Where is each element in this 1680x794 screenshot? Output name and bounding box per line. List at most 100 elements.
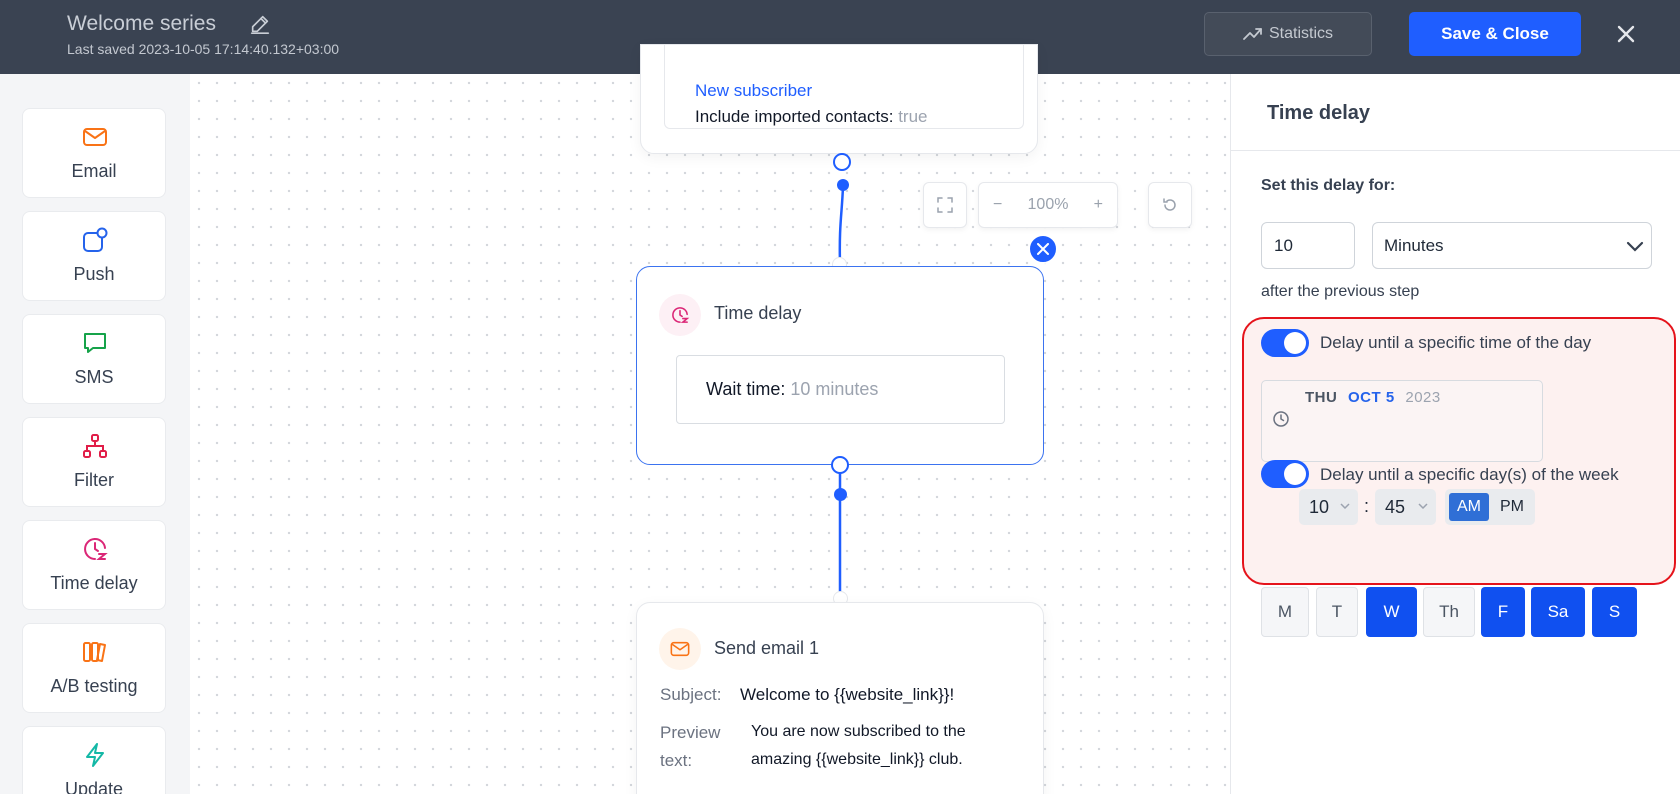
fit-view-button[interactable]: [923, 182, 967, 228]
palette-label: Filter: [74, 470, 114, 490]
date-year: 2023: [1405, 389, 1441, 406]
wait-value: 10 minutes: [790, 379, 879, 399]
panel-title: Time delay: [1267, 102, 1371, 124]
filter-icon: [83, 434, 107, 458]
time-of-day-toggle-label: Delay until a specific time of the day: [1320, 333, 1592, 352]
palette-item-ab-testing[interactable]: A/B testing: [22, 623, 166, 713]
statistics-label: Statistics: [1268, 25, 1333, 42]
delay-unit-select[interactable]: Minutes: [1372, 222, 1652, 269]
time-separator: :: [1364, 496, 1370, 516]
chevron-down-icon: [1340, 503, 1350, 510]
clock-icon: [1273, 411, 1289, 427]
palette-item-update[interactable]: Update: [22, 726, 166, 794]
day-button-tuesday[interactable]: T: [1316, 587, 1358, 637]
option-label: Include imported contacts:: [695, 107, 894, 126]
close-icon: [1037, 243, 1049, 255]
reset-view-button[interactable]: [1148, 182, 1192, 228]
refresh-icon: [1163, 198, 1176, 211]
ab-testing-icon: [83, 642, 106, 662]
push-icon: [83, 227, 108, 252]
hour-select[interactable]: 10: [1299, 489, 1358, 525]
node-palette: Email Push SMS Filter Time delay A/B tes…: [0, 74, 190, 794]
connection-dot: [837, 179, 849, 191]
node-title: Send email 1: [714, 638, 820, 658]
date-display: THU OCT 5 2023: [1305, 389, 1441, 406]
subject-label: Subject:: [660, 685, 722, 704]
preview-label-line2: text:: [660, 751, 693, 770]
palette-label: Email: [71, 161, 117, 181]
palette-item-push[interactable]: Push: [22, 211, 166, 301]
output-handle[interactable]: [831, 456, 849, 474]
send-email-node[interactable]: Send email 1 Subject: Welcome to {{websi…: [636, 602, 1044, 794]
last-saved-text: Last saved 2023-10-05 17:14:40.132+03:00: [67, 41, 340, 57]
panel-header: Time delay: [1231, 74, 1680, 151]
day-button-wednesday[interactable]: W: [1366, 587, 1417, 637]
statistics-button[interactable]: Statistics: [1204, 12, 1372, 56]
node-icon-badge: [659, 294, 701, 336]
zoom-in-button[interactable]: +: [1093, 196, 1103, 213]
delay-amount-input[interactable]: 10: [1261, 222, 1355, 269]
settings-panel: Time delay Set this delay for: 10 Minute…: [1230, 74, 1680, 794]
close-icon[interactable]: [1612, 20, 1640, 48]
time-picker: THU OCT 5 2023: [1261, 380, 1543, 462]
palette-item-email[interactable]: Email: [22, 108, 166, 198]
mail-icon: [670, 641, 690, 657]
palette-label: Time delay: [50, 573, 138, 593]
preview-value-line2: amazing {{website_link}} club.: [751, 751, 963, 768]
clock-icon: [672, 307, 690, 323]
flow-canvas[interactable]: New subscriber Include imported contacts…: [190, 44, 1230, 794]
option-value: true: [898, 107, 928, 126]
wait-time-box: Wait time: 10 minutes: [676, 355, 1005, 424]
day-button-monday[interactable]: M: [1261, 587, 1309, 637]
zoom-control: − 100% +: [978, 182, 1118, 228]
zoom-level: 100%: [1027, 196, 1069, 213]
am-button[interactable]: AM: [1449, 493, 1489, 521]
flow-connectors: [838, 185, 845, 592]
minute-value: 45: [1385, 496, 1406, 517]
clock-icon: [84, 538, 108, 560]
delay-unit-value: Minutes: [1384, 235, 1444, 255]
mail-icon: [83, 128, 107, 146]
zoom-out-button[interactable]: −: [993, 196, 1003, 213]
palette-item-time-delay[interactable]: Time delay: [22, 520, 166, 610]
chat-icon: [84, 333, 106, 353]
hour-value: 10: [1309, 496, 1330, 517]
palette-label: SMS: [74, 367, 114, 387]
remove-node-button[interactable]: [1028, 234, 1058, 264]
day-button-thursday[interactable]: Th: [1423, 587, 1475, 637]
time-of-day-toggle[interactable]: [1261, 329, 1309, 357]
minute-select[interactable]: 45: [1375, 489, 1436, 525]
wait-label: Wait time:: [706, 379, 786, 399]
edit-icon[interactable]: [249, 13, 271, 35]
trend-icon: [1243, 28, 1262, 40]
palette-item-sms[interactable]: SMS: [22, 314, 166, 404]
chevron-down-icon: [1418, 503, 1428, 510]
day-of-week-toggle[interactable]: [1261, 460, 1309, 488]
node-title: Time delay: [714, 303, 802, 323]
time-delay-node[interactable]: Time delay Wait time: 10 minutes: [636, 266, 1044, 465]
trigger-name: New subscriber: [695, 81, 813, 100]
palette-item-filter[interactable]: Filter: [22, 417, 166, 507]
expand-icon: [937, 197, 953, 213]
date-month-day: OCT 5: [1348, 389, 1395, 406]
trigger-details: New subscriber Include imported contacts…: [664, 45, 1024, 129]
save-close-button[interactable]: Save & Close: [1409, 12, 1581, 56]
set-delay-label: Set this delay for:: [1261, 177, 1396, 194]
day-of-week-toggle-label: Delay until a specific day(s) of the wee…: [1320, 465, 1619, 484]
palette-label: Push: [73, 264, 115, 284]
preview-value-line1: You are now subscribed to the: [751, 723, 966, 740]
preview-label-line1: Preview: [660, 723, 721, 742]
day-button-sunday[interactable]: S: [1592, 587, 1637, 637]
day-button-saturday[interactable]: Sa: [1531, 587, 1585, 637]
palette-label: Update: [64, 779, 124, 794]
chevron-down-icon: [1626, 241, 1644, 252]
palette-label: A/B testing: [50, 676, 138, 696]
node-icon-badge: [659, 628, 701, 670]
page-title: Welcome series: [67, 12, 216, 35]
subject-value: Welcome to {{website_link}}!: [740, 685, 955, 704]
pm-button[interactable]: PM: [1500, 498, 1524, 515]
connection-dot: [834, 488, 847, 501]
day-button-friday[interactable]: F: [1481, 587, 1525, 637]
trigger-node[interactable]: New subscriber Include imported contacts…: [640, 44, 1038, 154]
output-handle[interactable]: [833, 153, 851, 171]
